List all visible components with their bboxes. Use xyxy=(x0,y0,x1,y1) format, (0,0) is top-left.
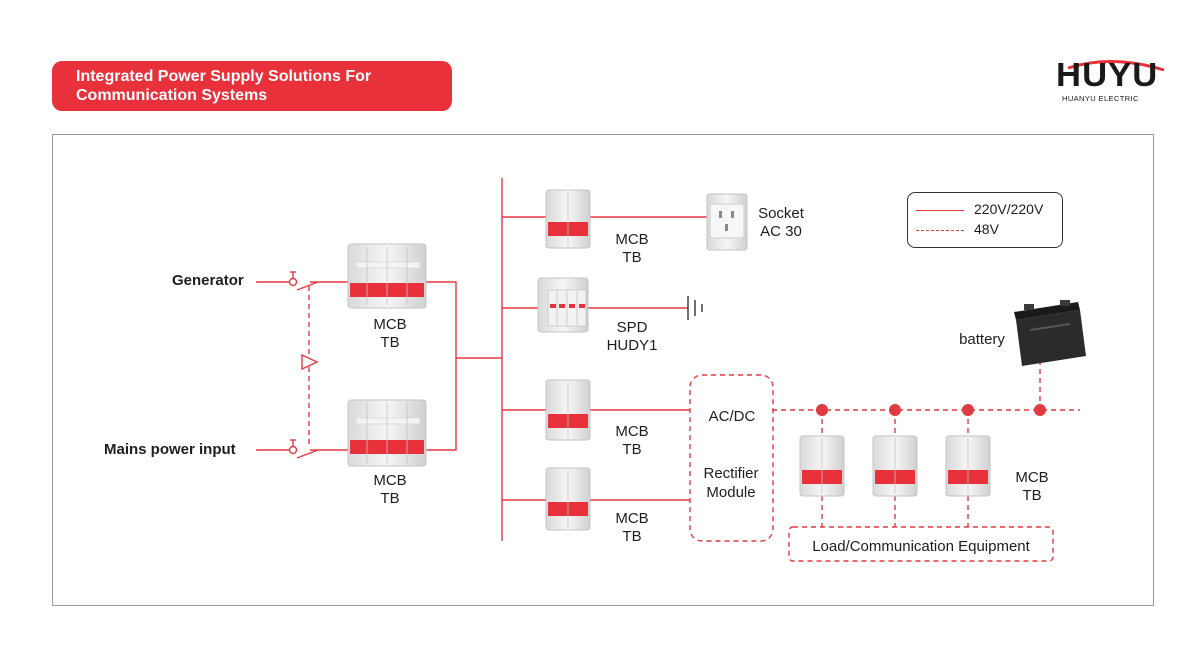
socket-icon xyxy=(706,193,748,251)
logo-swoosh-icon xyxy=(1067,60,1165,72)
interlock-icon xyxy=(301,286,319,446)
spd-model-text: HUDY1 xyxy=(606,337,658,354)
mcb-breaker-icon xyxy=(872,435,918,497)
breaker-type-text: MCB xyxy=(615,510,649,527)
title-banner: Integrated Power Supply Solutions For Co… xyxy=(52,61,452,111)
diagram-frame xyxy=(52,134,1154,606)
brand-logo: HUYU HUANYU ELECTRIC xyxy=(1052,56,1167,106)
breaker-series-text: TB xyxy=(622,528,642,545)
breaker-type-text: MCB xyxy=(615,231,649,248)
socket-rating-text: AC 30 xyxy=(760,223,802,240)
mcb-breaker-icon xyxy=(347,399,427,467)
junction-dots xyxy=(816,404,1046,416)
main-bottom-breaker-label: MCB TB xyxy=(365,472,415,508)
legend-dashed-line xyxy=(916,230,964,231)
mcb-breaker-icon xyxy=(799,435,845,497)
ac-wiring xyxy=(256,178,707,541)
battery-label: battery xyxy=(959,331,1005,348)
breaker-type-text: MCB xyxy=(373,472,407,489)
rectifier-breaker-label: MCB TB xyxy=(607,423,657,459)
rectifier-line3-label: Module xyxy=(706,484,756,501)
breaker-series-text: TB xyxy=(380,490,400,507)
dc-breaker-label: MCB TB xyxy=(1007,469,1057,505)
mcb-breaker-icon xyxy=(545,189,591,249)
breaker-series-text: TB xyxy=(1022,487,1042,504)
title-line-2: Communication Systems xyxy=(76,87,268,104)
main-top-breaker-label: MCB TB xyxy=(365,316,415,352)
rectifier-line2-label: Rectifier xyxy=(703,465,759,482)
breaker-series-text: TB xyxy=(380,334,400,351)
legend-solid-line xyxy=(916,210,964,211)
title-line-1: Integrated Power Supply Solutions For xyxy=(76,68,372,85)
legend-dashed-row: 48V xyxy=(916,221,1066,239)
bottom-branch-breaker-label: MCB TB xyxy=(607,510,657,546)
switch-contact-icon xyxy=(288,271,319,459)
spd-icon xyxy=(537,277,589,333)
mcb-breaker-icon xyxy=(545,379,591,441)
logo-subtitle: HUANYU ELECTRIC xyxy=(1062,94,1139,103)
breaker-type-text: MCB xyxy=(615,423,649,440)
ground-icon xyxy=(687,296,703,320)
socket-breaker-label: MCB TB xyxy=(607,231,657,267)
rectifier-acdc-label: AC/DC xyxy=(708,408,756,425)
mcb-breaker-icon xyxy=(347,243,427,309)
mcb-breaker-icon xyxy=(545,467,591,531)
battery-icon xyxy=(1014,300,1086,366)
legend-solid-row: 220V/220V xyxy=(916,201,1066,219)
breaker-series-text: TB xyxy=(622,441,642,458)
mains-input-label: Mains power input xyxy=(104,441,236,458)
generator-label: Generator xyxy=(172,272,244,289)
breaker-type-text: MCB xyxy=(373,316,407,333)
spd-name-text: SPD xyxy=(616,319,648,336)
legend-dashed-label: 48V xyxy=(974,221,999,237)
socket-label: Socket AC 30 xyxy=(748,205,814,241)
dc-wiring xyxy=(689,360,1080,562)
mcb-breaker-icon xyxy=(945,435,991,497)
breaker-type-text: MCB xyxy=(1015,469,1049,486)
socket-name-text: Socket xyxy=(758,205,804,222)
load-equipment-label: Load/Communication Equipment xyxy=(812,538,1030,555)
logo-wordmark: HUYU xyxy=(1056,56,1159,93)
legend-solid-label: 220V/220V xyxy=(974,201,1044,217)
breaker-series-text: TB xyxy=(622,249,642,266)
spd-label: SPD HUDY1 xyxy=(600,319,664,355)
voltage-legend: 220V/220V 48V xyxy=(907,192,1063,248)
